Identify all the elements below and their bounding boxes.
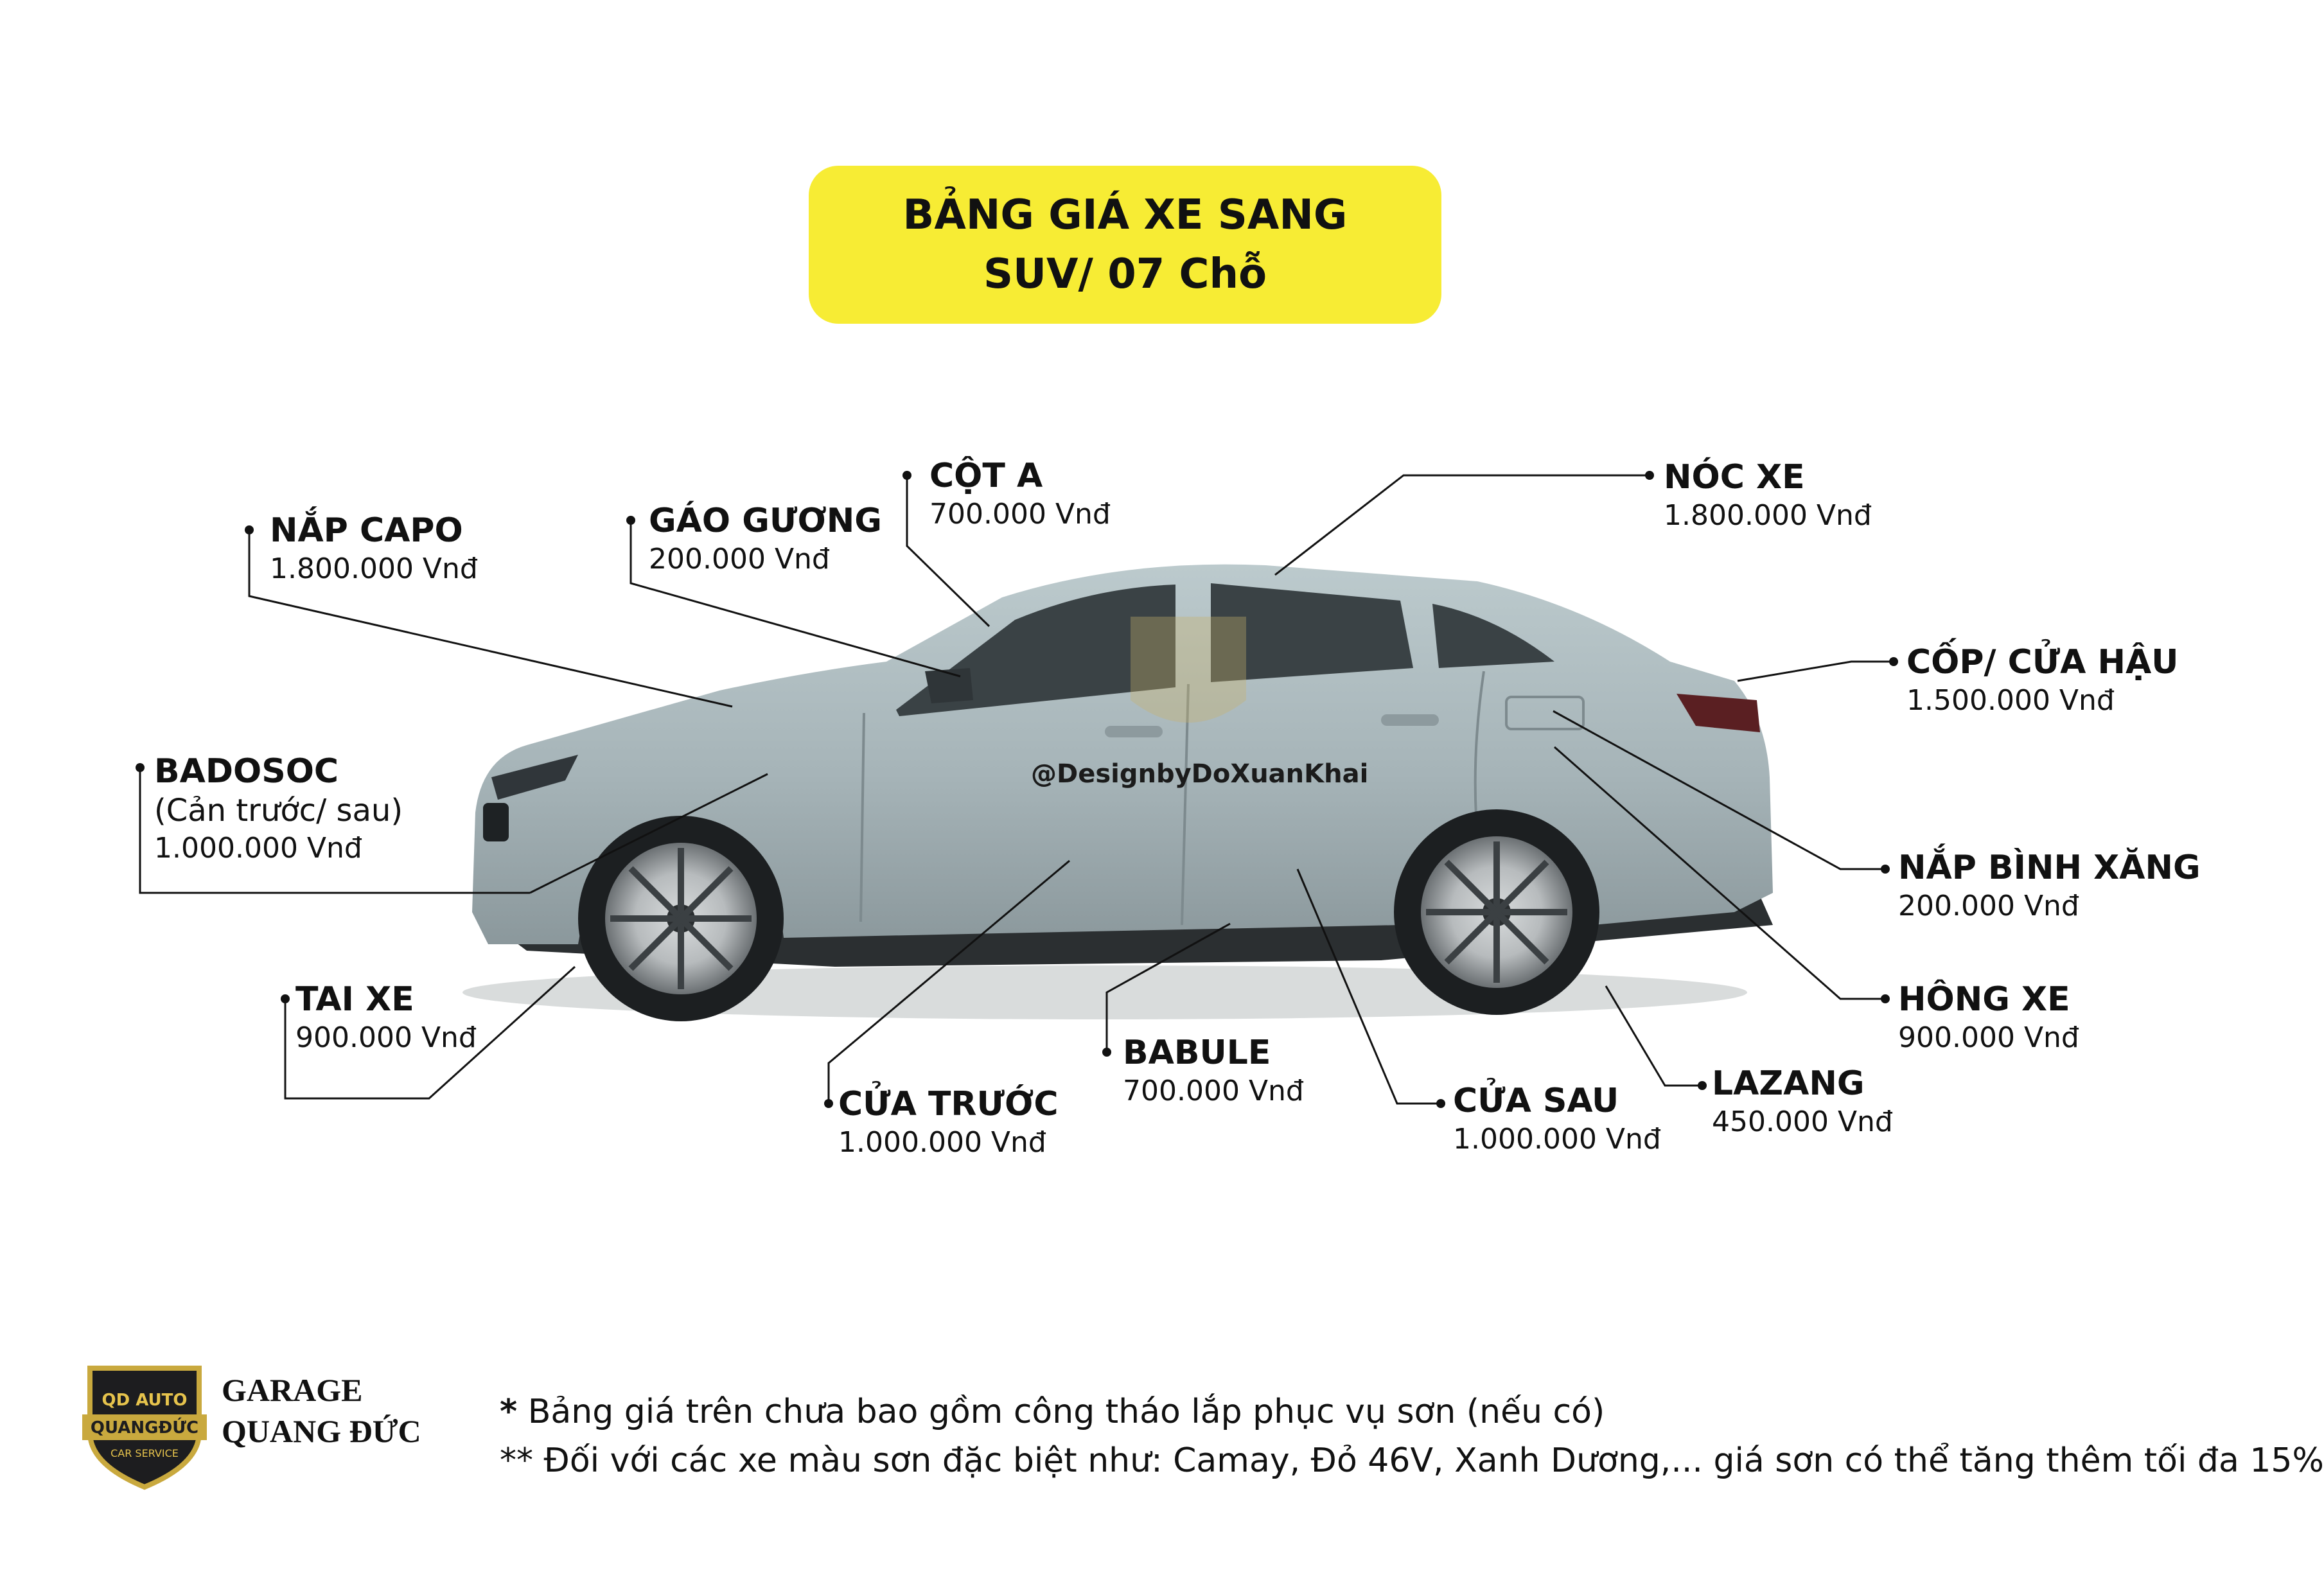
- leader-dot-nap-capo: [245, 525, 254, 534]
- car-door-line-front: [859, 712, 865, 922]
- part-price: 1.500.000 Vnđ: [1906, 684, 2115, 717]
- note-1-mark: *: [500, 1393, 518, 1431]
- part-price: 1.000.000 Vnđ: [1453, 1123, 1661, 1156]
- logo-text-top: QD AUTO: [101, 1391, 187, 1410]
- part-name: GÁO GƯƠNG: [649, 502, 882, 540]
- label-cua-truoc: CỬA TRƯỚC 1.000.000 Vnđ: [838, 1084, 1059, 1161]
- part-name: CỬA TRƯỚC: [838, 1085, 1059, 1123]
- part-price: 1.000.000 Vnđ: [154, 832, 362, 865]
- leader-dot-lazang: [1698, 1081, 1707, 1090]
- leader-line-lazang: [1605, 985, 1702, 1087]
- part-price: 700.000 Vnđ: [929, 498, 1111, 531]
- car-window-rear: [1211, 583, 1413, 682]
- car-diagram: [136, 471, 1898, 1108]
- part-price: 700.000 Vnđ: [1123, 1075, 1304, 1107]
- car-door-handle-rear: [1381, 714, 1439, 726]
- leader-line-hong-xe: [1554, 746, 1885, 1000]
- part-price: 200.000 Vnđ: [649, 543, 830, 576]
- label-gao-guong: GÁO GƯƠNG 200.000 Vnđ: [649, 501, 882, 578]
- leader-dot-cua-sau: [1436, 1099, 1445, 1108]
- leader-line-tai-xe: [284, 965, 576, 1100]
- price-notes: * Bảng giá trên chưa bao gồm công tháo l…: [500, 1387, 2324, 1485]
- title-line-2: SUV/ 07 Chỗ: [983, 251, 1267, 298]
- part-name: NÓC XE: [1664, 458, 1805, 497]
- note-1-text: Bảng giá trên chưa bao gồm công tháo lắp…: [517, 1393, 1605, 1431]
- label-cot-a: CỘT A 700.000 Vnđ: [929, 456, 1111, 533]
- leader-dot-badosoc: [136, 763, 145, 772]
- label-cua-sau: CỬA SAU 1.000.000 Vnđ: [1453, 1081, 1661, 1158]
- part-name: NẮP BÌNH XĂNG: [1898, 849, 2201, 887]
- leader-dot-cot-a: [902, 471, 911, 480]
- part-name: BADOSOC: [154, 752, 339, 791]
- part-name: CỘT A: [929, 457, 1043, 495]
- part-price: 900.000 Vnđ: [295, 1021, 477, 1054]
- leader-dot-nap-binh-xang: [1881, 865, 1890, 874]
- car-grille: [483, 803, 509, 841]
- part-name: HÔNG XE: [1898, 980, 2070, 1019]
- car-window-quarter: [1432, 604, 1554, 668]
- logo-text-main: QUANGĐỨC: [91, 1417, 198, 1438]
- garage-name-line-1: GARAGE: [222, 1372, 363, 1408]
- car-headlight: [491, 755, 578, 800]
- part-price: 900.000 Vnđ: [1898, 1021, 2079, 1054]
- part-name: CỬA SAU: [1453, 1082, 1619, 1120]
- car-wheel-front: [578, 816, 784, 1021]
- part-price: 1.000.000 Vnđ: [838, 1126, 1046, 1159]
- leader-line-nap-capo: [248, 530, 733, 708]
- part-name: TAI XE: [295, 980, 414, 1019]
- garage-logo: QD AUTO QUANGĐỨC CAR SERVICE: [82, 1366, 207, 1490]
- part-name: NẮP CAPO: [270, 511, 463, 550]
- leader-dot-noc-xe: [1645, 471, 1654, 480]
- label-cop-cua-hau: CỐP/ CỬA HẬU 1.500.000 Vnđ: [1906, 642, 2179, 719]
- leader-line-cua-truoc: [827, 859, 1070, 1104]
- label-badosoc: BADOSOC (Cản trước/ sau) 1.000.000 Vnđ: [154, 752, 403, 867]
- logo-text-bottom: CAR SERVICE: [110, 1447, 179, 1459]
- leader-line-badosoc: [139, 768, 530, 894]
- label-hong-xe: HÔNG XE 900.000 Vnđ: [1898, 980, 2079, 1057]
- leader-line-cua-sau: [1296, 868, 1441, 1105]
- part-price: 200.000 Vnđ: [1898, 890, 2079, 922]
- leader-line-gao-guong: [629, 520, 961, 678]
- part-name: BABULE: [1123, 1034, 1271, 1072]
- designer-watermark: @DesignbyDoXuanKhai: [1031, 759, 1369, 789]
- label-tai-xe: TAI XE 900.000 Vnđ: [295, 980, 477, 1057]
- title-box: BẢNG GIÁ XE SANG SUV/ 07 Chỗ: [809, 166, 1441, 324]
- part-name: CỐP/ CỬA HẬU: [1906, 643, 2179, 682]
- leader-line-badosoc-2: [529, 773, 768, 894]
- garage-name: GARAGE QUANG ĐỨC: [222, 1369, 421, 1452]
- leader-dot-cop-cua-hau: [1889, 657, 1898, 666]
- leader-dot-tai-xe: [281, 994, 290, 1003]
- leader-line-nap-binh-xang: [1553, 710, 1885, 870]
- label-babule: BABULE 700.000 Vnđ: [1123, 1033, 1304, 1110]
- part-subtitle: (Cản trước/ sau): [154, 793, 403, 829]
- car-door-handle-front: [1105, 726, 1163, 737]
- label-nap-binh-xang: NẮP BÌNH XĂNG 200.000 Vnđ: [1898, 848, 2201, 925]
- note-1: * Bảng giá trên chưa bao gồm công tháo l…: [500, 1387, 2324, 1436]
- part-price: 1.800.000 Vnđ: [1664, 499, 1872, 532]
- part-price: 1.800.000 Vnđ: [270, 552, 478, 585]
- car-taillight: [1677, 694, 1760, 732]
- car-illustration: [462, 564, 1773, 1021]
- leader-line-cop-cua-hau: [1737, 660, 1894, 682]
- part-price: 450.000 Vnđ: [1712, 1105, 1893, 1138]
- label-lazang: LAZANG 450.000 Vnđ: [1712, 1064, 1893, 1141]
- garage-name-line-2: QUANG ĐỨC: [222, 1413, 421, 1449]
- car-mirror: [925, 668, 973, 703]
- leader-dot-gao-guong: [626, 516, 635, 525]
- car-wheel-rear: [1394, 809, 1599, 1015]
- leader-dot-cua-truoc: [824, 1099, 833, 1108]
- note-2: ** Đối với các xe màu sơn đặc biệt như: …: [500, 1441, 2324, 1480]
- part-name: LAZANG: [1712, 1064, 1865, 1103]
- title-line-1: BẢNG GIÁ XE SANG: [902, 191, 1348, 239]
- leader-dot-babule: [1102, 1048, 1111, 1057]
- car-door-line-rear: [1181, 683, 1190, 926]
- label-noc-xe: NÓC XE 1.800.000 Vnđ: [1664, 457, 1872, 534]
- car-fuel-cap: [1505, 696, 1585, 730]
- leader-line-babule: [1105, 922, 1231, 1052]
- leader-line-cot-a: [906, 475, 990, 628]
- car-watermark-shield: [1131, 617, 1246, 723]
- label-nap-capo: NẮP CAPO 1.800.000 Vnđ: [270, 511, 478, 588]
- leader-line-noc-xe: [1274, 474, 1650, 576]
- leader-dot-hong-xe: [1881, 994, 1890, 1003]
